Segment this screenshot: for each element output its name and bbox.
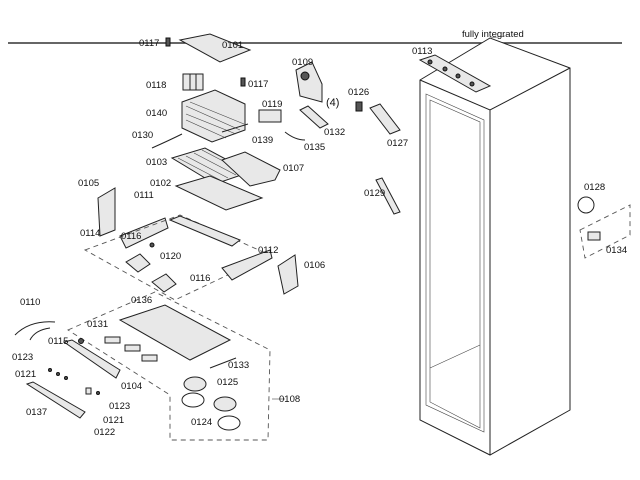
part-label: 0134 xyxy=(606,245,627,256)
part-0130-wire xyxy=(151,133,183,149)
part-label: 0112 xyxy=(258,245,278,256)
part-0107-duct xyxy=(221,151,281,187)
part-0128-ring xyxy=(577,196,595,214)
part-0140-evaporator xyxy=(181,89,246,143)
part-0118-block xyxy=(182,73,204,91)
part-0117-clip-2 xyxy=(240,77,246,87)
callout-quantity: (4) xyxy=(326,97,339,109)
part-label: 0137 xyxy=(26,407,47,418)
cabinet-housing xyxy=(419,37,571,456)
part-label: 0108 xyxy=(279,394,300,405)
part-label: 0105 xyxy=(78,178,99,189)
part-0135-hose xyxy=(284,131,306,141)
part-0115-knob xyxy=(78,338,84,344)
part-0104-panel xyxy=(62,339,121,379)
part-label: 0121 xyxy=(15,369,36,380)
part-0134-valve xyxy=(587,231,601,241)
part-label: 0133 xyxy=(228,360,249,371)
part-0139-sensor xyxy=(221,123,249,133)
part-0111-bracket xyxy=(119,217,169,249)
part-0117-clip xyxy=(165,37,171,47)
part-label: 0120 xyxy=(160,251,181,262)
part-0114-rail xyxy=(168,215,242,247)
group-lower-frame xyxy=(67,291,271,441)
part-label: 0114 xyxy=(80,228,100,239)
part-0136-base xyxy=(118,304,232,361)
part-label: 0118 xyxy=(146,80,166,91)
part-label: 0124 xyxy=(191,417,212,428)
part-label: 0130 xyxy=(132,130,153,141)
part-label: 0121 xyxy=(103,415,124,426)
part-label: 0113 xyxy=(412,46,432,57)
part-0132-bracket xyxy=(299,105,329,129)
part-label: 0116 xyxy=(190,273,210,284)
part-0120-screw xyxy=(149,242,155,248)
part-0133-wire xyxy=(209,357,237,369)
part-label: 0107 xyxy=(283,163,304,174)
part-0113-control-board xyxy=(418,54,492,93)
part-0131-pads xyxy=(104,336,158,362)
part-0137-plate xyxy=(25,381,86,419)
part-label: 0104 xyxy=(121,381,142,392)
part-label: 0136 xyxy=(131,295,152,306)
part-0126-switch xyxy=(355,101,363,112)
part-label: 0116 xyxy=(121,231,141,242)
part-0105-bracket xyxy=(97,187,116,237)
part-0116-foot-2 xyxy=(151,273,177,293)
part-label: 0102 xyxy=(150,178,171,189)
part-0116-foot xyxy=(125,253,151,273)
part-label: 0140 xyxy=(146,108,167,119)
part-0112-bracket xyxy=(221,249,273,281)
part-label: 0127 xyxy=(387,138,408,149)
part-label: 0126 xyxy=(348,87,369,98)
part-0109-fan xyxy=(295,61,323,103)
part-label: 0132 xyxy=(324,127,345,138)
part-label: 0128 xyxy=(584,182,605,193)
part-0123-screws xyxy=(48,368,100,395)
part-label: 0131 xyxy=(87,319,108,330)
variant-note: fully integrated xyxy=(462,29,524,40)
part-0122-knob xyxy=(85,387,92,395)
part-label: 0119 xyxy=(262,99,282,110)
part-label: 0123 xyxy=(109,401,130,412)
part-label: 0117 xyxy=(248,79,268,90)
part-label: 0103 xyxy=(146,157,167,168)
group-0134-frame xyxy=(579,204,631,259)
part-0102-tray xyxy=(174,175,264,211)
part-0101-cover xyxy=(178,33,252,63)
part-label: 0122 xyxy=(94,427,115,438)
part-label: 0129 xyxy=(364,188,385,199)
part-label: 0115 xyxy=(48,336,68,347)
part-0127-panel xyxy=(369,103,401,135)
part-label: 0139 xyxy=(252,135,273,146)
part-label: 0123 xyxy=(12,352,33,363)
part-label: 0109 xyxy=(292,57,313,68)
part-label: 0110 xyxy=(20,297,40,308)
part-0106-bracket xyxy=(277,254,299,295)
part-label: 0135 xyxy=(304,142,325,153)
part-0110-cable xyxy=(14,321,56,341)
part-label: 0125 xyxy=(217,377,238,388)
part-0119-fan-module xyxy=(258,109,282,123)
part-0129-strip xyxy=(375,177,401,215)
part-label: 0111 xyxy=(134,190,154,201)
part-label: 0117 xyxy=(139,38,159,49)
part-0125-grommets xyxy=(183,376,237,412)
part-0124-rings xyxy=(181,392,241,431)
part-label: 0106 xyxy=(304,260,325,271)
part-label: 0101 xyxy=(222,40,243,51)
